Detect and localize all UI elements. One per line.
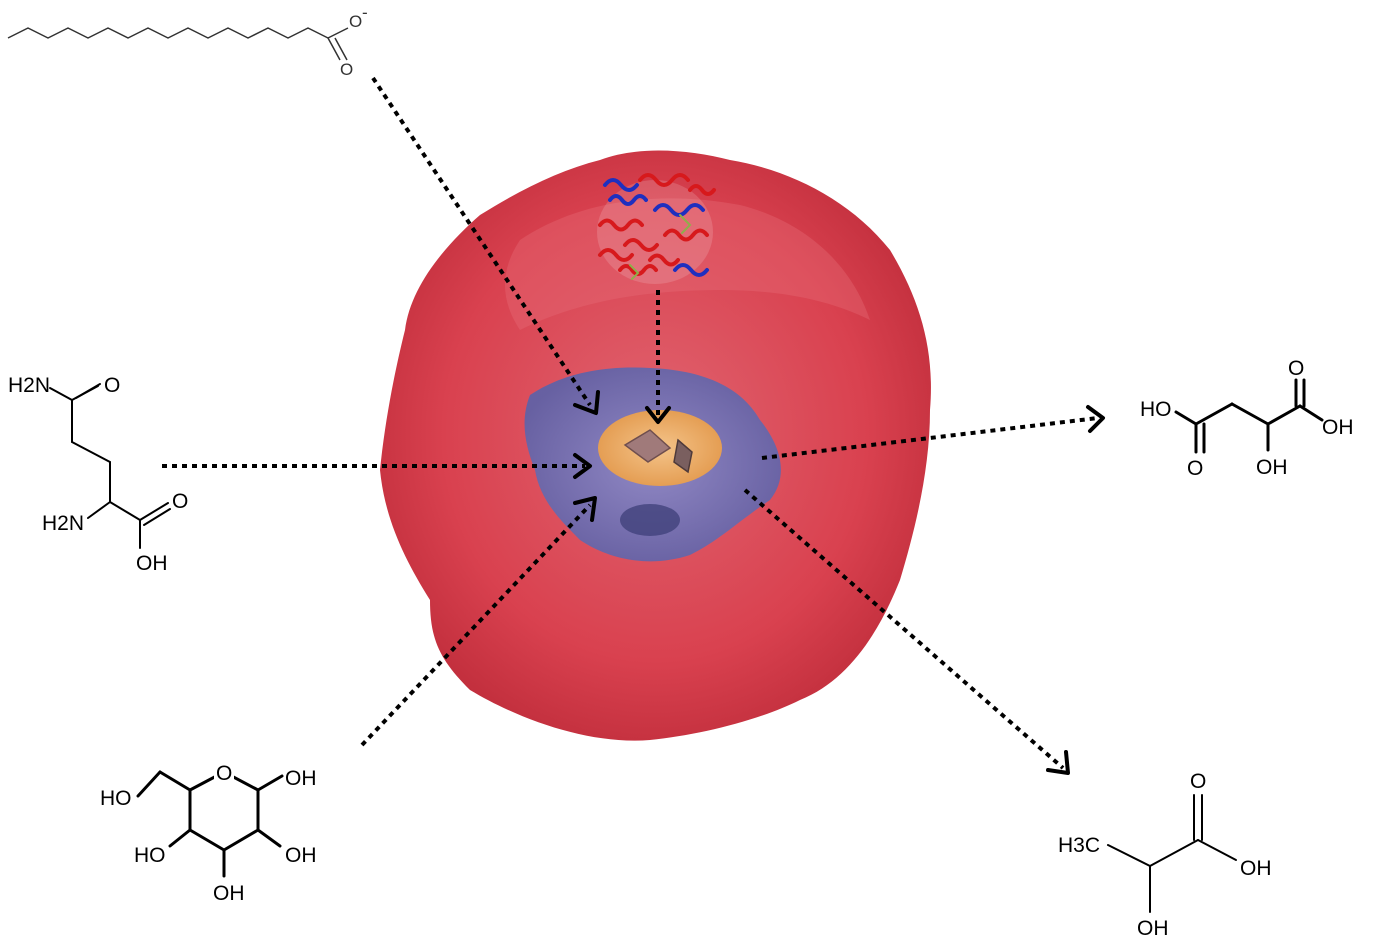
fatty-acid-charge: - (362, 3, 368, 22)
core-crystal-left (623, 429, 672, 463)
cell-highlight (505, 198, 870, 330)
glucose-c3-oh: OH (213, 882, 245, 905)
arrowhead-fatty-acid (573, 390, 600, 415)
lactate-alpha-oh: OH (1137, 917, 1169, 940)
glutamine-acid-o: O (172, 490, 188, 513)
lactate-molecule: H3C OH O OH (1058, 770, 1272, 940)
arrowhead-protein (645, 406, 671, 424)
arrowhead-lactate (1046, 750, 1070, 775)
glucose-c2-oh: OH (285, 844, 317, 867)
fatty-acid-oxygen-top: O (349, 12, 362, 31)
malate-left-o: O (1187, 457, 1203, 480)
flow-arrows (162, 76, 1105, 775)
malate-alpha-oh: OH (1256, 456, 1288, 479)
fatty-acid-oxygen-bottom: O (340, 60, 353, 79)
glutamine-acid-oh: OH (136, 552, 168, 575)
glucose-ring-o: O (216, 762, 232, 785)
core-crystal-right (673, 438, 693, 474)
protein-ribbon-structure (597, 173, 716, 284)
glutamine-amine-h2n: H2N (42, 512, 84, 535)
arrowhead-glucose (573, 496, 597, 522)
malate-right-oh: OH (1322, 416, 1354, 439)
fatty-acid-molecule: O - O (7, 3, 368, 79)
arrow-malate-out (761, 416, 1099, 460)
nucleus-dark-spot (620, 504, 680, 536)
glutamine-amide-h2n: H2N (8, 374, 50, 397)
glucose-c4-ho: HO (134, 844, 166, 867)
malate-right-o: O (1288, 357, 1304, 380)
malate-left-ho: HO (1140, 398, 1172, 421)
arrowhead-glutamine (573, 453, 592, 479)
glucose-c1-oh: OH (285, 767, 317, 790)
lactate-carbonyl-o: O (1190, 770, 1206, 793)
glucose-molecule: O HO OH HO OH OH (100, 762, 317, 905)
arrowhead-malate (1086, 405, 1105, 433)
glutamine-molecule: H2N O H2N O OH (8, 374, 188, 575)
arrow-lactate-out (743, 488, 1065, 770)
glucose-c6-ho: HO (100, 787, 132, 810)
malate-molecule: HO O OH O OH (1140, 357, 1354, 480)
lactate-methyl-h3c: H3C (1058, 834, 1100, 857)
glutamine-amide-o: O (104, 374, 120, 397)
lactate-acid-oh: OH (1240, 857, 1272, 880)
